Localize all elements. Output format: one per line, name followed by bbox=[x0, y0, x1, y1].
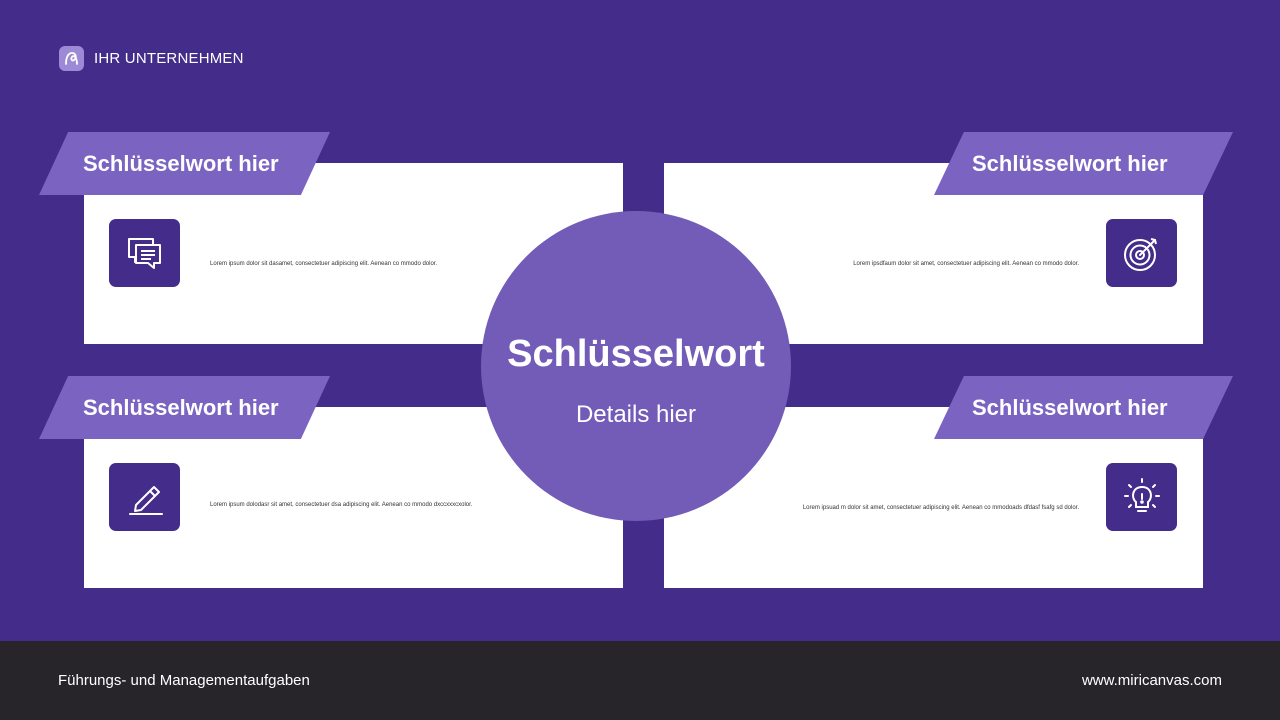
footer-title: Führungs- und Managementaufgaben bbox=[58, 672, 310, 689]
center-subtitle: Details hier bbox=[575, 401, 697, 428]
center-circle: Schlüsselwort Details hier bbox=[481, 211, 791, 521]
lightbulb-icon bbox=[1106, 463, 1177, 531]
keyword-tag: Schlüsselwort hier bbox=[934, 376, 1233, 439]
pencil-icon bbox=[109, 463, 180, 531]
brand-name: IHR UNTERNEHMEN bbox=[94, 50, 244, 67]
card-description: Lorem ipsum dolodasr sit amet, consectet… bbox=[210, 502, 473, 508]
center-title: Schlüsselwort bbox=[507, 333, 765, 375]
keyword-tag: Schlüsselwort hier bbox=[934, 132, 1233, 195]
card-description: Lorem ipsum dolor sit dasamet, consectet… bbox=[210, 261, 438, 267]
keyword-tag: Schlüsselwort hier bbox=[39, 132, 330, 195]
footer-website-link[interactable]: www.miricanvas.com bbox=[1081, 672, 1222, 689]
target-icon bbox=[1106, 219, 1177, 287]
swirl-logo-icon bbox=[59, 46, 84, 71]
keyword-tag: Schlüsselwort hier bbox=[39, 376, 330, 439]
card-description: Lorem ipsdfaum dolor sit amet, consectet… bbox=[853, 261, 1079, 267]
brand: IHR UNTERNEHMEN bbox=[59, 46, 244, 71]
chat-bubbles-icon bbox=[109, 219, 180, 287]
card-description: Lorem ipsuad m dolor sit amet, consectet… bbox=[802, 505, 1079, 511]
footer: Führungs- und Managementaufgaben www.mir… bbox=[0, 641, 1280, 720]
